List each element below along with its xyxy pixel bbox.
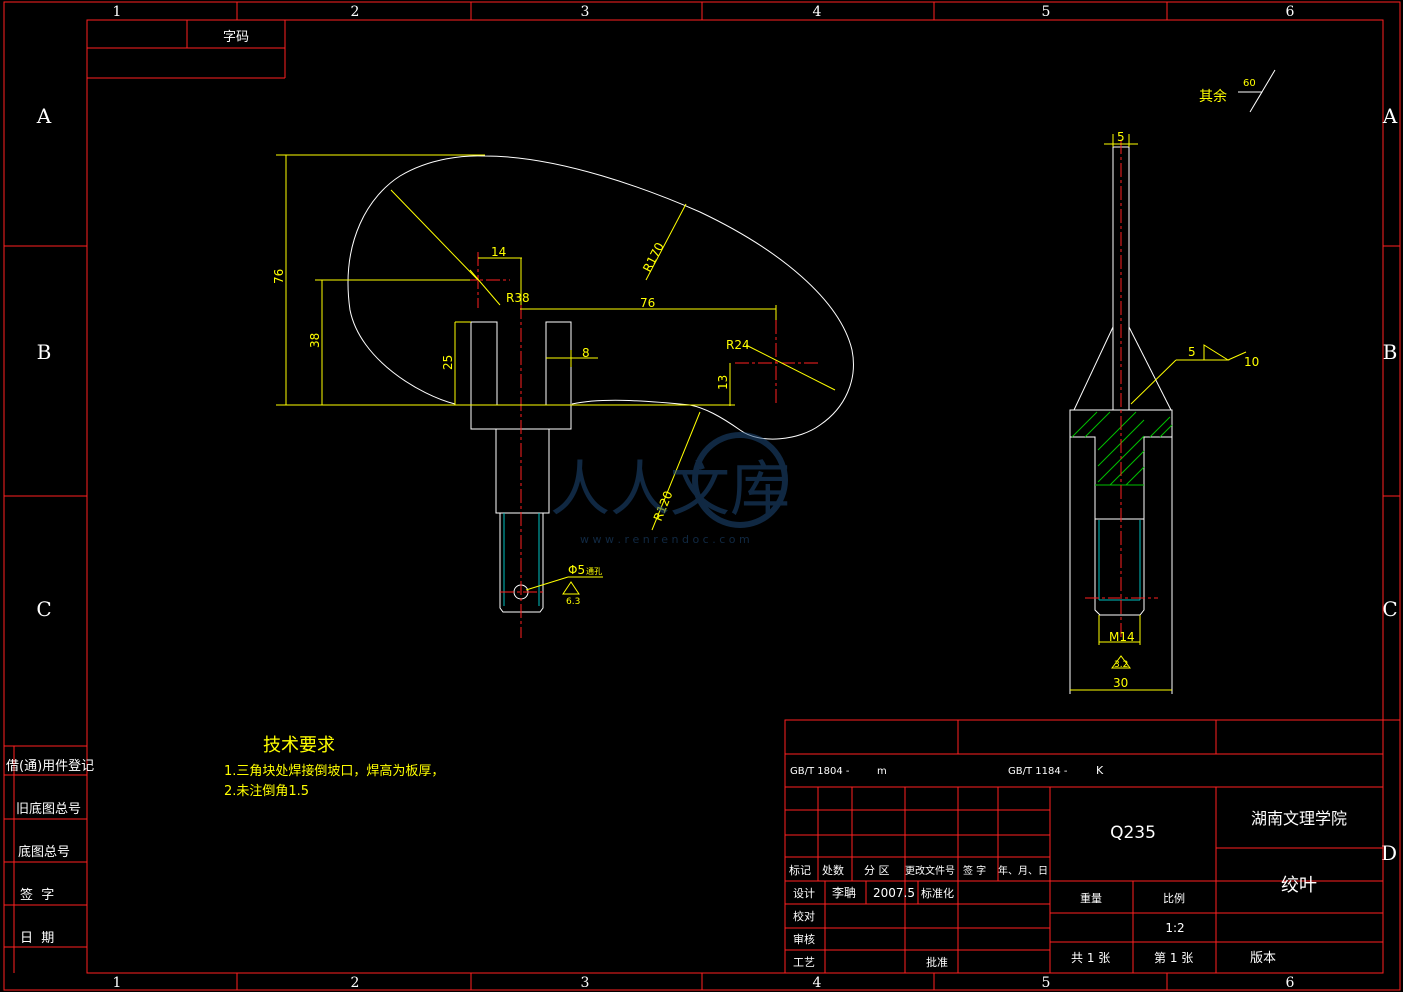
dim-8: 8 — [582, 346, 590, 360]
scale-label: 比例 — [1163, 891, 1185, 905]
designer-name: 李聃 — [832, 885, 856, 900]
tech-req-line-1: 1.三角块处焊接倒坡口，焊高为板厚， — [224, 763, 444, 779]
dim-hole-note: 通孔 — [586, 566, 602, 576]
std-general-tolerance: GB/T 1804 - — [790, 766, 850, 777]
technical-requirements: 技术要求 1.三角块处焊接倒坡口，焊高为板厚， 2.未注倒角1.5 — [224, 735, 444, 799]
rev-header-mark: 标记 — [789, 863, 811, 877]
dim-side-m14: M14 — [1109, 630, 1135, 644]
dim-25: 25 — [441, 355, 455, 370]
standardization-label: 标准化 — [921, 886, 954, 900]
zone-bottom-2: 2 — [351, 975, 360, 991]
watermark: 人人文库 w w w . r e n r e n d o c . c o m — [550, 432, 790, 546]
sheets-total: 共 1 张 — [1071, 951, 1110, 965]
dim-side-5-weld: 5 — [1188, 345, 1196, 359]
dim-roughness-6-3: 6.3 — [566, 597, 580, 607]
sheet-number: 第 1 张 — [1154, 951, 1193, 965]
blade-outline — [347, 155, 854, 440]
zone-bottom-6: 6 — [1286, 975, 1295, 991]
dim-side-30: 30 — [1113, 676, 1128, 690]
row-left-b: B — [37, 340, 52, 364]
zone-top-6: 6 — [1286, 4, 1295, 20]
drawing-frame — [3, 1, 1401, 991]
process-label: 工艺 — [793, 956, 815, 969]
dim-13: 13 — [716, 375, 730, 390]
zone-bottom-4: 4 — [813, 975, 822, 991]
zone-bottom-1: 1 — [113, 975, 122, 991]
surface-note-value: 60 — [1243, 78, 1256, 89]
stamp-register: 借(通)用件登记 — [6, 759, 94, 774]
design-date: 2007.5 — [873, 886, 915, 900]
zone-top-1: 1 — [113, 4, 122, 20]
stamp-drawing-no: 底图总号 — [18, 844, 70, 860]
rev-header-sign: 签 字 — [963, 864, 986, 877]
zone-bottom-3: 3 — [581, 975, 590, 991]
watermark-url: w w w . r e n r e n d o c . c o m — [580, 533, 750, 546]
dim-hole: Φ5 — [568, 563, 585, 577]
rev-header-zone: 分 区 — [864, 864, 890, 877]
zone-top-5: 5 — [1042, 4, 1051, 20]
tech-req-line-2: 2.未注倒角1.5 — [224, 784, 309, 799]
row-right-a: A — [1382, 104, 1398, 128]
design-label: 设计 — [793, 887, 815, 900]
scale-value: 1:2 — [1165, 921, 1184, 935]
material: Q235 — [1110, 823, 1156, 843]
row-left-c: C — [36, 597, 51, 621]
dim-side-5-top: 5 — [1117, 130, 1125, 144]
dim-r38: R38 — [506, 291, 530, 305]
row-left-a: A — [36, 104, 52, 128]
rev-header-date: 年、月、日 — [998, 864, 1048, 877]
std-geometric-tolerance: GB/T 1184 - — [1008, 766, 1068, 777]
std-general-tolerance-grade: m — [877, 766, 887, 777]
rev-header-count: 处数 — [822, 864, 844, 877]
version-label: 版本 — [1250, 951, 1276, 966]
stamp-signature: 签 字 — [20, 887, 54, 903]
dim-r170: R170 — [640, 240, 667, 274]
dim-side-10: 10 — [1244, 355, 1259, 369]
zone-top-3: 3 — [581, 4, 590, 20]
tech-req-title: 技术要求 — [263, 735, 335, 756]
side-view: 5 5 10 M14 3.2 30 — [1069, 130, 1259, 694]
surface-roughness-note: 其余 60 — [1199, 69, 1276, 113]
dim-side-roughness: 3.2 — [1114, 660, 1128, 670]
approve-label: 批准 — [926, 955, 948, 969]
weight-label: 重量 — [1080, 891, 1102, 905]
dim-r24: R24 — [726, 338, 750, 352]
stamp-old-drawing-no: 旧底图总号 — [16, 801, 81, 817]
stamp-date: 日 期 — [20, 931, 54, 946]
review-label: 审核 — [793, 932, 815, 946]
section-hatch — [1071, 411, 1173, 486]
row-right-b: B — [1383, 340, 1398, 364]
row-right-d: D — [1381, 841, 1397, 865]
dim-14: 14 — [491, 245, 506, 259]
dim-38: 38 — [308, 333, 322, 348]
dim-76-vertical: 76 — [272, 269, 286, 284]
title-block — [784, 719, 1384, 974]
std-geometric-tolerance-grade: K — [1096, 764, 1104, 777]
row-right-c: C — [1382, 597, 1397, 621]
front-view: 14 76 R38 R24 8 Φ5 通孔 6.3 76 38 25 13 R1… — [272, 154, 854, 638]
rev-header-doc: 更改文件号 — [905, 864, 955, 877]
zone-bottom-5: 5 — [1042, 975, 1051, 991]
surface-note-label: 其余 — [1199, 88, 1227, 105]
dim-76-horizontal: 76 — [640, 296, 655, 310]
part-name: 绞叶 — [1281, 875, 1317, 896]
school-name: 湖南文理学院 — [1251, 809, 1347, 828]
zone-top-2: 2 — [351, 4, 360, 20]
zone-top-4: 4 — [813, 4, 822, 20]
corner-box-label: 字码 — [223, 30, 249, 45]
check-label: 校对 — [793, 909, 815, 923]
watermark-text: 人人文库 — [550, 455, 790, 525]
